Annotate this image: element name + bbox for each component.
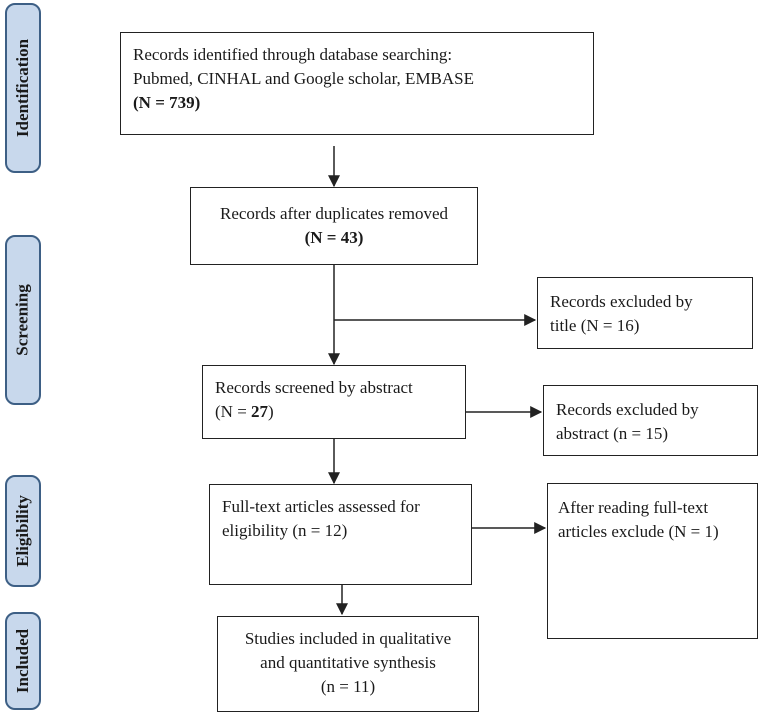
box-excluded-title: Records excluded by title (N = 16) bbox=[537, 277, 753, 349]
screened-line1: Records screened by abstract bbox=[215, 378, 413, 397]
phase-identification: Identification bbox=[5, 3, 41, 173]
duplicates-count: (N = 43) bbox=[304, 228, 364, 247]
fulltext-line2: eligibility (n = 12) bbox=[222, 521, 348, 540]
included-line1: Studies included in qualitative bbox=[244, 629, 452, 648]
screened-count-value: 27 bbox=[251, 402, 269, 421]
box-duplicates-removed: Records after duplicates removed (N = 43… bbox=[190, 187, 478, 265]
fulltext-line1: Full-text articles assessed for bbox=[222, 497, 420, 516]
included-line2: and quantitative synthesis bbox=[260, 653, 436, 672]
excluded-title-line1: Records excluded by bbox=[550, 292, 693, 311]
identified-count: (N = 739) bbox=[133, 93, 201, 112]
fulltext-excluded-line1: After reading full-text bbox=[558, 498, 709, 517]
fulltext-excluded-line2: articles exclude (N = 1) bbox=[558, 522, 719, 541]
box-fulltext-assessed: Full-text articles assessed for eligibil… bbox=[209, 484, 472, 585]
identified-line1: Records identified through database sear… bbox=[133, 45, 453, 64]
phase-screening: Screening bbox=[5, 235, 41, 405]
excluded-abstract-line1: Records excluded by bbox=[556, 400, 699, 419]
box-fulltext-excluded: After reading full-text articles exclude… bbox=[547, 483, 758, 639]
box-screened-abstract: Records screened by abstract (N = 27) bbox=[202, 365, 466, 439]
screened-count-prefix: (N = bbox=[215, 402, 252, 421]
box-studies-included: Studies included in qualitative and quan… bbox=[217, 616, 479, 712]
phase-included: Included bbox=[5, 612, 41, 710]
included-line3: (n = 11) bbox=[320, 677, 376, 696]
phase-eligibility: Eligibility bbox=[5, 475, 41, 587]
screened-count-suffix: ) bbox=[268, 402, 274, 421]
duplicates-line1: Records after duplicates removed bbox=[220, 204, 448, 223]
excluded-abstract-line2: abstract (n = 15) bbox=[556, 424, 669, 443]
box-excluded-abstract: Records excluded by abstract (n = 15) bbox=[543, 385, 758, 456]
identified-line2: Pubmed, CINHAL and Google scholar, EMBAS… bbox=[133, 69, 475, 88]
excluded-title-line2: title (N = 16) bbox=[550, 316, 640, 335]
box-records-identified: Records identified through database sear… bbox=[120, 32, 594, 135]
